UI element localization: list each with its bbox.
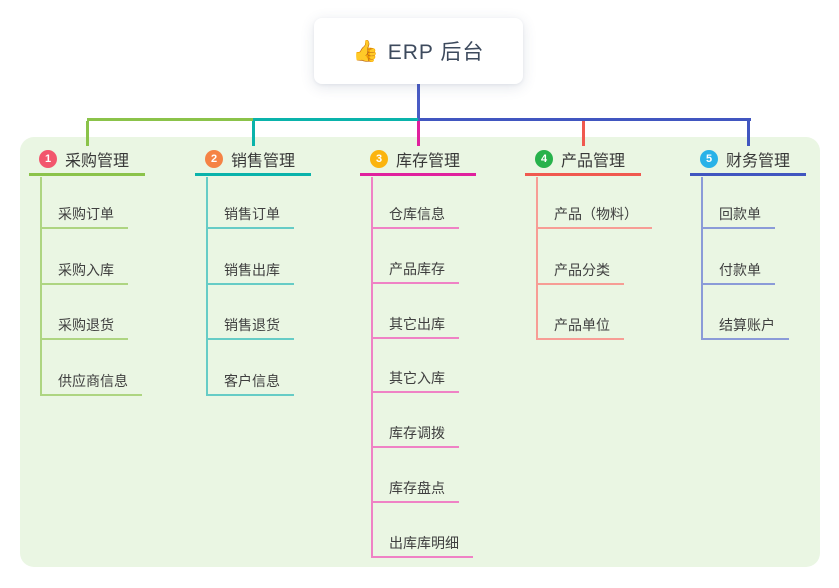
- branch-drop-line: [747, 121, 750, 146]
- branch-spine-line: [40, 177, 42, 396]
- branch-spine-line: [206, 177, 208, 396]
- child-item[interactable]: 销售订单: [206, 201, 294, 229]
- child-item[interactable]: 其它出库: [371, 311, 459, 339]
- rail-right-blue: [420, 118, 751, 121]
- child-item[interactable]: 出库库明细: [371, 530, 473, 558]
- branch-badge: 5: [700, 150, 718, 168]
- rail-left-teal: [253, 118, 418, 121]
- child-item[interactable]: 销售退货: [206, 312, 294, 340]
- branch-badge: 3: [370, 150, 388, 168]
- branch-badge: 2: [205, 150, 223, 168]
- root-node-erp[interactable]: 👍 ERP 后台: [314, 18, 523, 84]
- branch-title-2[interactable]: 2 销售管理: [195, 145, 311, 176]
- child-item[interactable]: 采购订单: [40, 201, 128, 229]
- child-item[interactable]: 采购退货: [40, 312, 128, 340]
- child-item[interactable]: 其它入库: [371, 365, 459, 393]
- branch-spine-line: [371, 177, 373, 558]
- child-item[interactable]: 回款单: [701, 201, 775, 229]
- branch-title-label: 财务管理: [726, 153, 791, 170]
- branch-title-1[interactable]: 1 采购管理: [29, 145, 145, 176]
- branch-badge: 4: [535, 150, 553, 168]
- rail-left-green: [87, 118, 418, 121]
- child-item[interactable]: 产品分类: [536, 257, 624, 285]
- branch-title-5[interactable]: 5 财务管理: [690, 145, 806, 176]
- branch-drop-line: [252, 121, 255, 146]
- child-item[interactable]: 产品库存: [371, 256, 459, 284]
- child-item[interactable]: 销售出库: [206, 257, 294, 285]
- child-item[interactable]: 供应商信息: [40, 368, 142, 396]
- branch-title-label: 库存管理: [396, 153, 461, 170]
- mindmap-panel: [20, 137, 820, 567]
- thumbs-up-icon: 👍: [352, 39, 379, 63]
- branch-drop-line: [86, 121, 89, 146]
- branch-drop-line: [417, 121, 420, 146]
- branch-title-4[interactable]: 4 产品管理: [525, 145, 641, 176]
- child-item[interactable]: 结算账户: [701, 312, 789, 340]
- child-item[interactable]: 库存盘点: [371, 475, 459, 503]
- child-item[interactable]: 仓库信息: [371, 201, 459, 229]
- root-title: ERP 后台: [387, 41, 485, 64]
- child-item[interactable]: 付款单: [701, 257, 775, 285]
- root-stem-line: [417, 84, 420, 121]
- branch-spine-line: [701, 177, 703, 340]
- child-item[interactable]: 产品（物料）: [536, 201, 652, 229]
- branch-title-label: 销售管理: [231, 153, 296, 170]
- child-item[interactable]: 库存调拨: [371, 420, 459, 448]
- branch-title-3[interactable]: 3 库存管理: [360, 145, 476, 176]
- branch-spine-line: [536, 177, 538, 340]
- branch-title-label: 采购管理: [65, 153, 130, 170]
- child-item[interactable]: 产品单位: [536, 312, 624, 340]
- branch-badge: 1: [39, 150, 57, 168]
- child-item[interactable]: 采购入库: [40, 257, 128, 285]
- branch-drop-line: [582, 121, 585, 146]
- child-item[interactable]: 客户信息: [206, 368, 294, 396]
- branch-title-label: 产品管理: [561, 153, 626, 170]
